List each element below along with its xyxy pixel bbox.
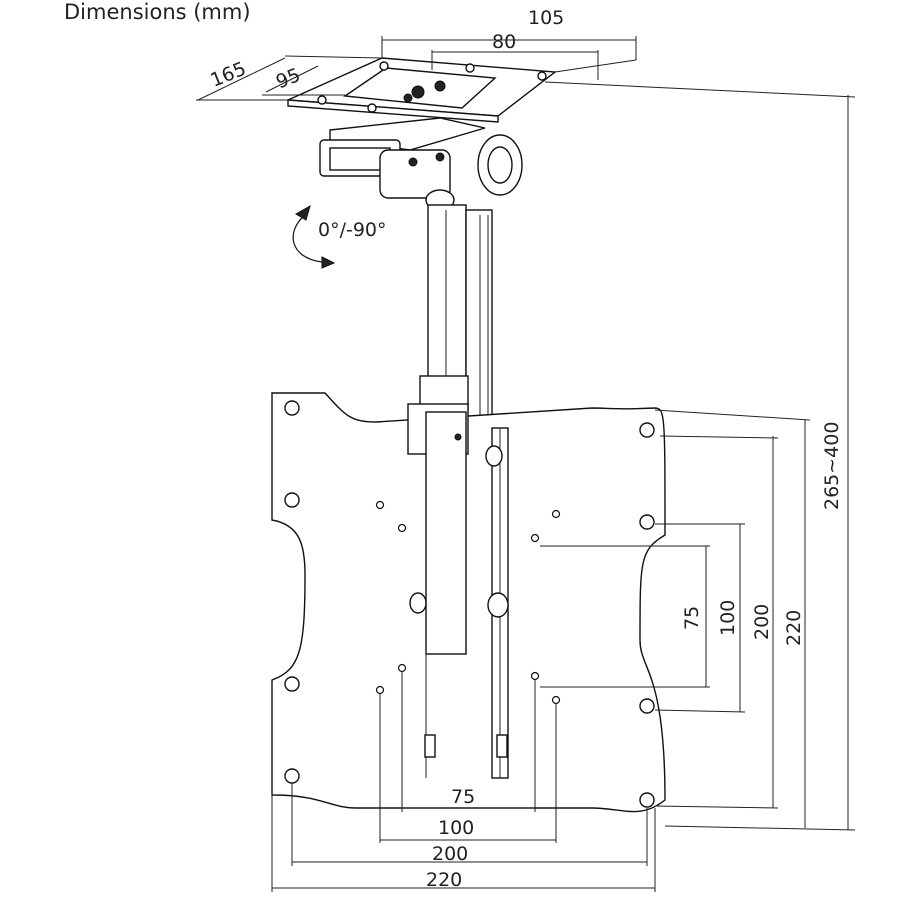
height-dimension xyxy=(544,81,856,831)
vesa-h-75-label: 75 xyxy=(451,786,475,808)
vesa-horizontal-dimensions xyxy=(271,672,656,892)
vesa-v-220-label: 220 xyxy=(783,610,805,646)
tilt-rotation-arrow xyxy=(292,204,336,269)
vesa-h-220-label: 220 xyxy=(426,869,462,891)
vesa-h-100-label: 100 xyxy=(438,817,474,839)
tilt-joint xyxy=(319,117,523,211)
vesa-v-100-label: 100 xyxy=(717,600,739,636)
ceiling-plate xyxy=(287,57,557,123)
top-depth-inner-label: 95 xyxy=(273,64,304,93)
vesa-vertical-dimensions xyxy=(540,409,811,828)
vesa-v-75-label: 75 xyxy=(681,606,703,630)
diagram-title: Dimensions (mm) xyxy=(64,0,251,24)
vesa-plate xyxy=(271,392,666,813)
top-width-outer-label: 105 xyxy=(528,7,564,29)
top-width-dimensions xyxy=(381,36,637,80)
top-depth-outer-label: 165 xyxy=(207,58,249,92)
top-depth-dimensions xyxy=(196,55,383,101)
tilt-range-label: 0°/-90° xyxy=(318,219,387,241)
height-range-label: 265~400 xyxy=(821,422,843,510)
column-bracket xyxy=(407,375,509,779)
top-width-inner-label: 80 xyxy=(492,31,516,53)
vesa-v-200-label: 200 xyxy=(751,604,773,640)
vesa-h-200-label: 200 xyxy=(432,843,468,865)
